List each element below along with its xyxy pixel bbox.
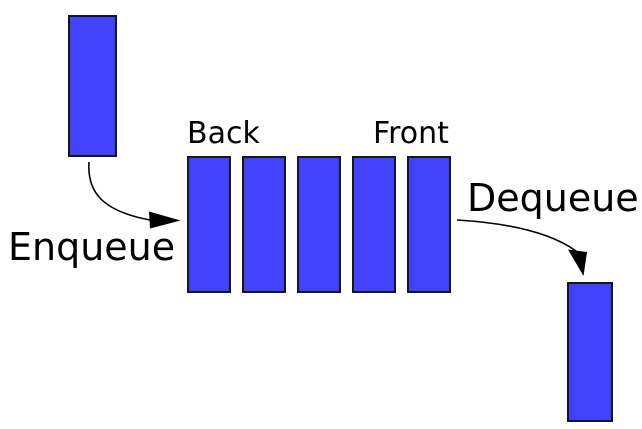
dequeue-arrowhead-icon	[568, 249, 587, 276]
enqueue-label: Enqueue	[8, 225, 176, 269]
dequeue-label: Dequeue	[467, 176, 639, 220]
queue-item	[242, 156, 286, 293]
front-label: Front	[373, 116, 449, 151]
incoming-queue-item	[68, 15, 117, 157]
queue-item	[407, 156, 451, 293]
enqueue-arrow	[88, 161, 151, 221]
queue-item	[187, 156, 231, 293]
queue-items	[187, 156, 451, 293]
queue-item	[352, 156, 396, 293]
outgoing-queue-item	[567, 282, 613, 422]
queue-item	[297, 156, 341, 293]
dequeue-arrow	[456, 219, 577, 252]
back-label: Back	[187, 116, 260, 151]
